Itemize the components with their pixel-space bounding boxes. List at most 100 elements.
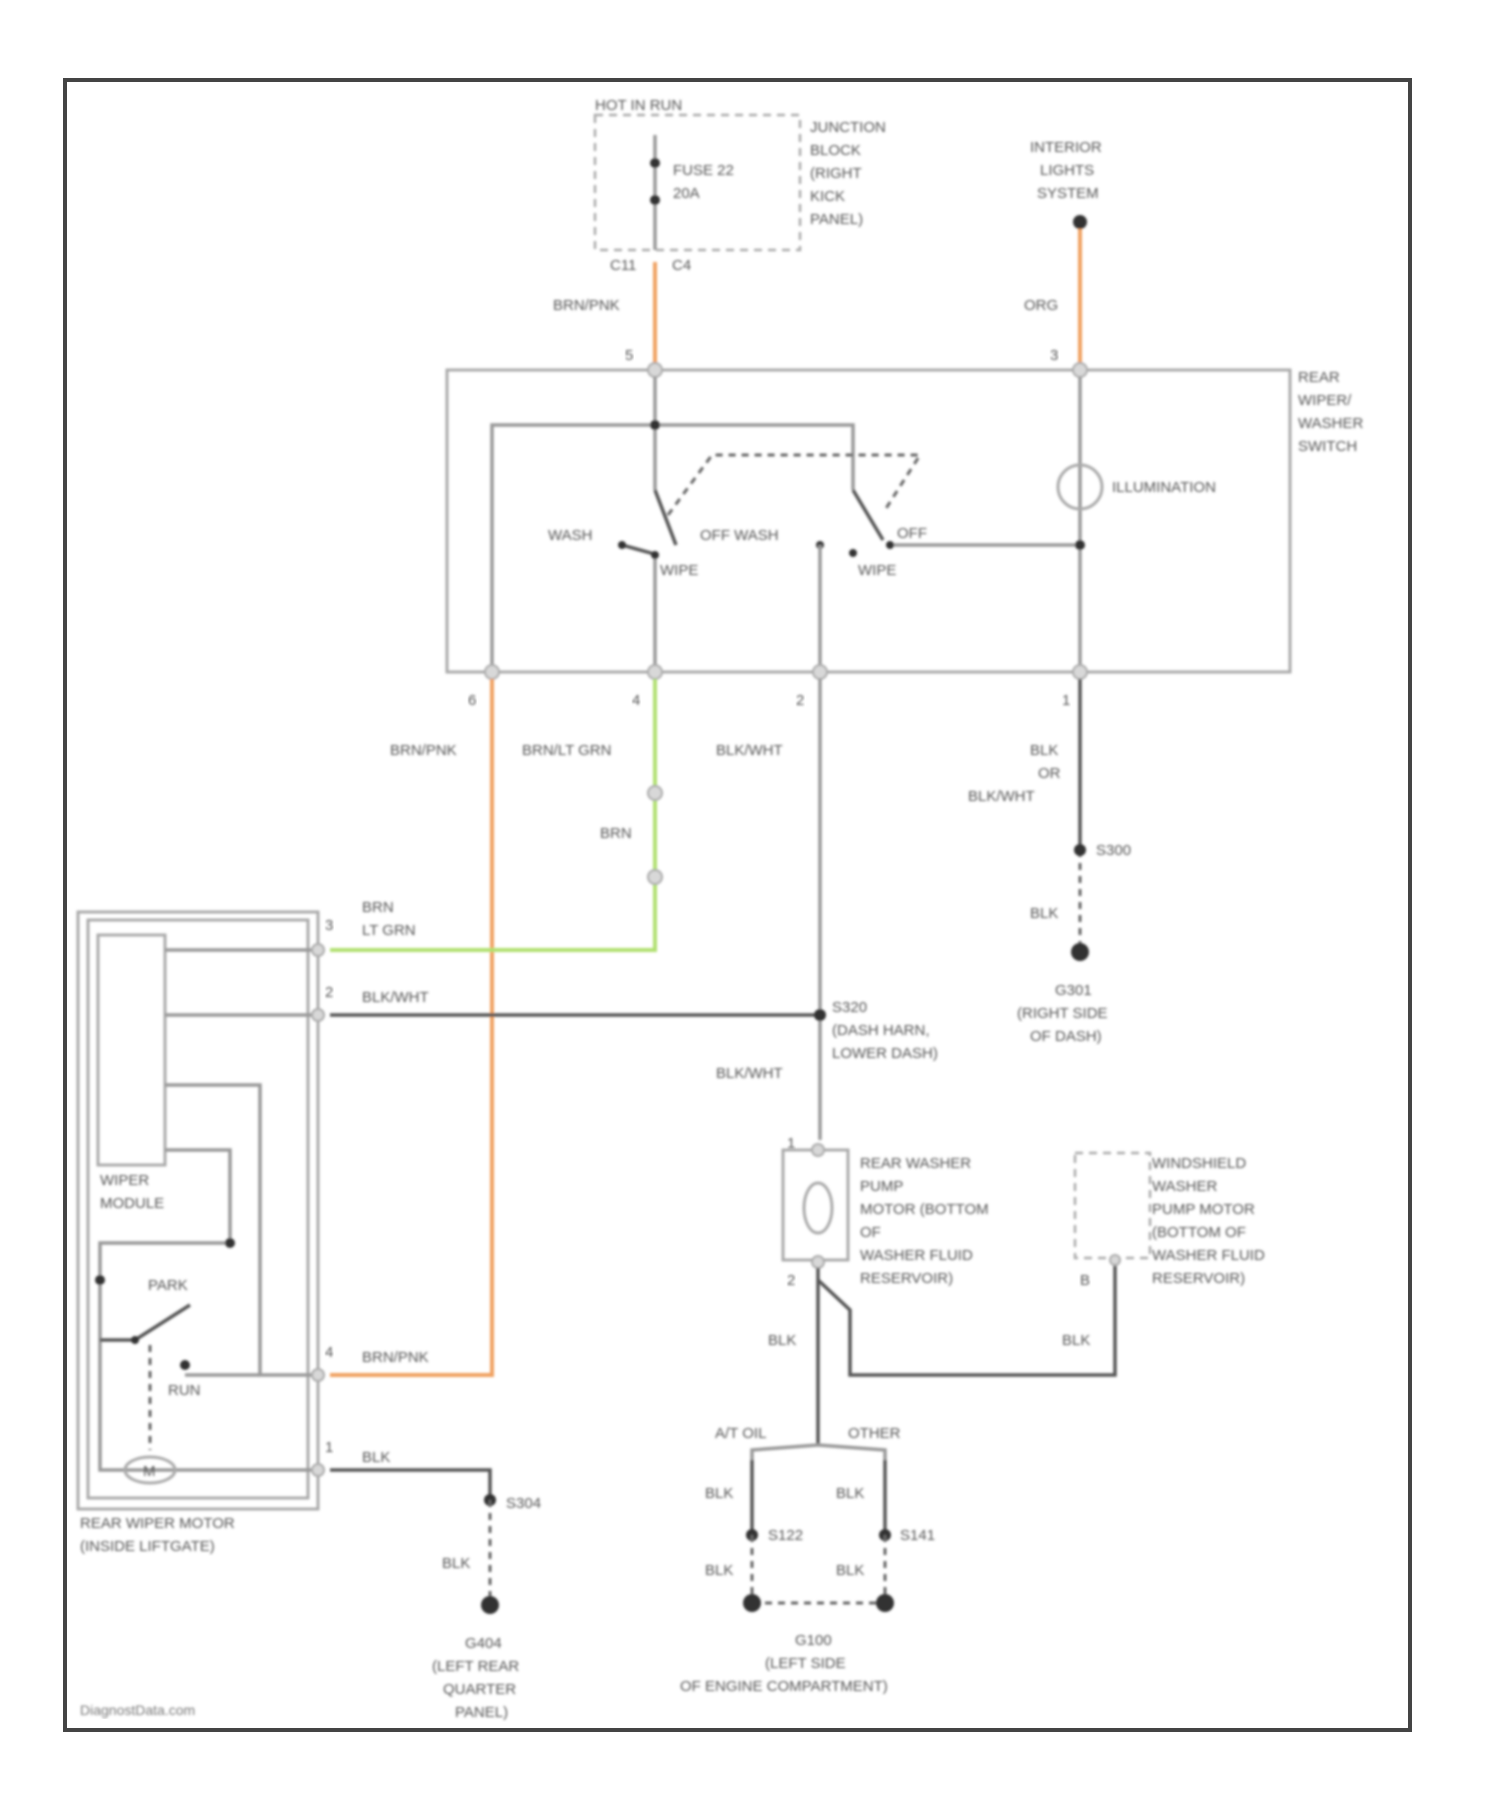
- pump-pin-1-label: 1: [787, 1135, 795, 1152]
- windshield-pump-box: [1075, 1153, 1150, 1258]
- pump-pin-2: [812, 1256, 824, 1268]
- fuse-terminal-bottom: [650, 195, 660, 205]
- motor-pin-3-label: 3: [325, 917, 333, 934]
- rear-pump-label-4: OF: [860, 1224, 881, 1241]
- wash-contact-dot: [618, 541, 626, 549]
- ws-pump-pin-b: [1110, 1255, 1120, 1265]
- wire-brn-lt-grn-motor-label-1: BRN: [362, 899, 394, 916]
- g301-ground: [1071, 943, 1089, 961]
- rear-washer-pump-box: [783, 1150, 848, 1260]
- ground-branch: [752, 1445, 885, 1460]
- park-switch-blade: [135, 1305, 190, 1340]
- wash-left-label: WASH: [548, 527, 592, 544]
- other-label: OTHER: [848, 1425, 901, 1442]
- g100-label-2: (LEFT SIDE: [765, 1655, 846, 1672]
- ws-pump-label-6: RESERVOIR): [1152, 1270, 1245, 1287]
- wire-org-label: ORG: [1024, 297, 1058, 314]
- g100-label-3: OF ENGINE COMPARTMENT): [680, 1678, 888, 1695]
- s304-label: S304: [506, 1495, 541, 1512]
- junction-label-4: KICK: [810, 188, 845, 205]
- s320-label-1: S320: [832, 999, 867, 1016]
- off-right-label: OFF: [897, 525, 927, 542]
- pump-pin-1: [812, 1144, 824, 1156]
- inline-connector-lower: [648, 870, 662, 884]
- rear-switch-label-3: WASHER: [1298, 415, 1363, 432]
- rear-pump-motor-symbol: [804, 1183, 832, 1233]
- pin-6-label: 6: [468, 692, 476, 709]
- wire-brn-pnk-to-motor: [330, 679, 492, 1375]
- park-contact-left: [95, 1275, 105, 1285]
- g301-label-1: G301: [1055, 982, 1092, 999]
- ws-pump-label-4: (BOTTOM OF: [1152, 1224, 1246, 1241]
- switch-pin-1: [1073, 665, 1087, 679]
- diagram-frame: [65, 80, 1410, 1730]
- pin-1-label: 1: [1062, 692, 1070, 709]
- ws-pump-label-2: WASHER: [1152, 1178, 1217, 1195]
- wire-brn-pnk-motor-label: BRN/PNK: [362, 1349, 429, 1366]
- motor-pin-2: [312, 1009, 324, 1021]
- g100-ground-left: [743, 1594, 761, 1612]
- wire-brn-pnk-mid-label: BRN/PNK: [390, 742, 457, 759]
- off-contact-right: [886, 541, 894, 549]
- g404-label-4: PANEL): [455, 1704, 508, 1721]
- watermark: DiagnostData.com: [80, 1702, 195, 1718]
- g100-label-1: G100: [795, 1632, 832, 1649]
- connector-c4-label: C4: [672, 257, 691, 274]
- switch-internal-bus: [492, 425, 853, 672]
- s320-label-3: LOWER DASH): [832, 1045, 938, 1062]
- junction-label-3: (RIGHT: [810, 165, 862, 182]
- park-contact: [225, 1238, 235, 1248]
- rear-pump-label-2: PUMP: [860, 1178, 903, 1195]
- wiper-module-label-1: WIPER: [100, 1172, 149, 1189]
- ws-pump-label-5: WASHER FLUID: [1152, 1247, 1265, 1264]
- rear-pump-label-3: MOTOR (BOTTOM: [860, 1201, 989, 1218]
- interior-lights-label-1: INTERIOR: [1030, 139, 1102, 156]
- motor-pin-4-label: 4: [325, 1344, 333, 1361]
- interior-lights-terminal: [1073, 215, 1087, 229]
- switch-blade-right: [853, 490, 883, 540]
- s320-label-2: (DASH HARN,: [832, 1022, 930, 1039]
- wire-blk-g-left-bot-label: BLK: [705, 1562, 733, 1579]
- inline-connector-upper: [648, 786, 662, 800]
- switch-pin-2: [813, 665, 827, 679]
- pin-2-label: 2: [796, 692, 804, 709]
- g301-label-3: OF DASH): [1030, 1028, 1102, 1045]
- s122-label: S122: [768, 1527, 803, 1544]
- junction-label-1: JUNCTION: [810, 119, 886, 136]
- motor-pin-3: [312, 944, 324, 956]
- motor-pin-1: [312, 1464, 324, 1476]
- g301-label-2: (RIGHT SIDE: [1017, 1005, 1108, 1022]
- wire-blk-g-right-bot-label: BLK: [836, 1562, 864, 1579]
- switch-pin-3: [1073, 363, 1087, 377]
- motor-pin-2-label: 2: [325, 984, 333, 1001]
- fuse-terminal-top: [650, 158, 660, 168]
- junction-label-2: BLOCK: [810, 142, 861, 159]
- pump-pin-2-label: 2: [787, 1272, 795, 1289]
- wire-brn-lt-grn-motor-label-2: LT GRN: [362, 922, 416, 939]
- wire-blk-or-label-2: OR: [1038, 765, 1061, 782]
- illumination-node: [1075, 540, 1085, 550]
- s320-splice: [814, 1009, 826, 1021]
- switch-pin-4: [648, 665, 662, 679]
- fuse-label-2: 20A: [673, 185, 700, 202]
- pin-3-label: 3: [1050, 347, 1058, 364]
- fuse-label-1: FUSE 22: [673, 162, 734, 179]
- rear-wiper-motor-label-1: REAR WIPER MOTOR: [80, 1515, 235, 1532]
- switch-pin-5: [648, 363, 662, 377]
- pin-4-label: 4: [632, 692, 640, 709]
- wipe-left-label: WIPE: [660, 562, 698, 579]
- pump-pin-b-label: B: [1080, 1272, 1090, 1289]
- wire-blk-g-right-top-label: BLK: [836, 1485, 864, 1502]
- run-label: RUN: [168, 1382, 201, 1399]
- connector-c11-label: C11: [610, 257, 636, 274]
- motor-symbol-label: M: [143, 1463, 156, 1480]
- rear-switch-box: [447, 370, 1290, 672]
- ws-pump-label-3: PUMP MOTOR: [1152, 1201, 1255, 1218]
- wire-blk-or-label-1: BLK: [1030, 742, 1058, 759]
- motor-internal-park: [165, 1085, 318, 1375]
- rear-pump-label-1: REAR WASHER: [860, 1155, 971, 1172]
- switch-ganging-link: [668, 455, 920, 515]
- g404-label-3: QUARTER: [443, 1681, 516, 1698]
- wire-brn-lt-grn-label: BRN/LT GRN: [522, 742, 611, 759]
